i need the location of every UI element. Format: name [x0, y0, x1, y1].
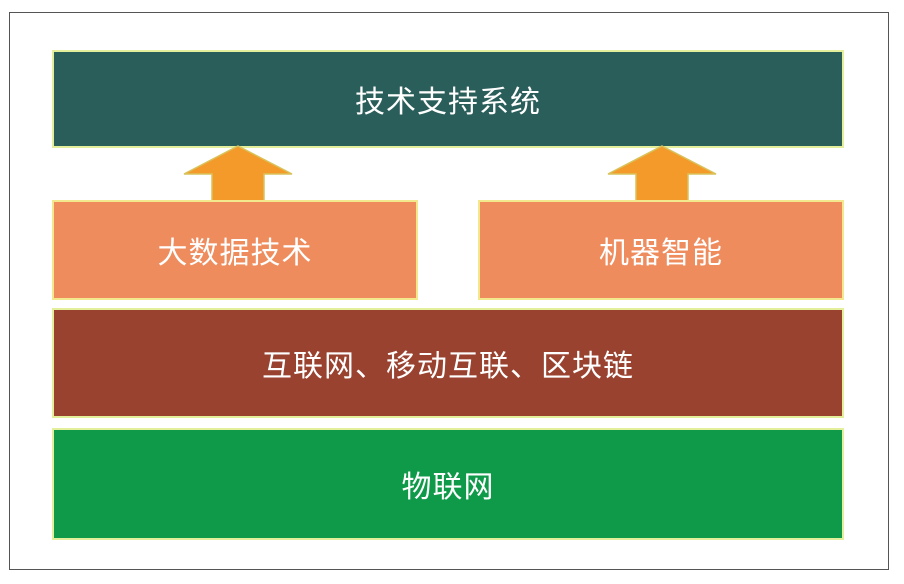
tech-support-system-box: 技术支持系统: [52, 50, 844, 148]
up-arrow-icon: [607, 145, 717, 203]
iot-label: 物联网: [401, 470, 495, 505]
machine-intelligence-box: 机器智能: [478, 200, 844, 300]
big-data-tech-box: 大数据技术: [52, 200, 418, 300]
up-arrow-icon: [183, 145, 293, 203]
up-arrow-shape: [183, 145, 293, 203]
big-data-tech-label: 大数据技术: [157, 236, 313, 271]
internet-blockchain-label: 互联网、移动互联、区块链: [262, 349, 634, 384]
up-arrow-shape: [607, 145, 717, 203]
iot-box: 物联网: [52, 428, 844, 540]
internet-blockchain-box: 互联网、移动互联、区块链: [52, 308, 844, 418]
machine-intelligence-label: 机器智能: [599, 236, 723, 271]
tech-support-system-label: 技术支持系统: [355, 85, 541, 120]
